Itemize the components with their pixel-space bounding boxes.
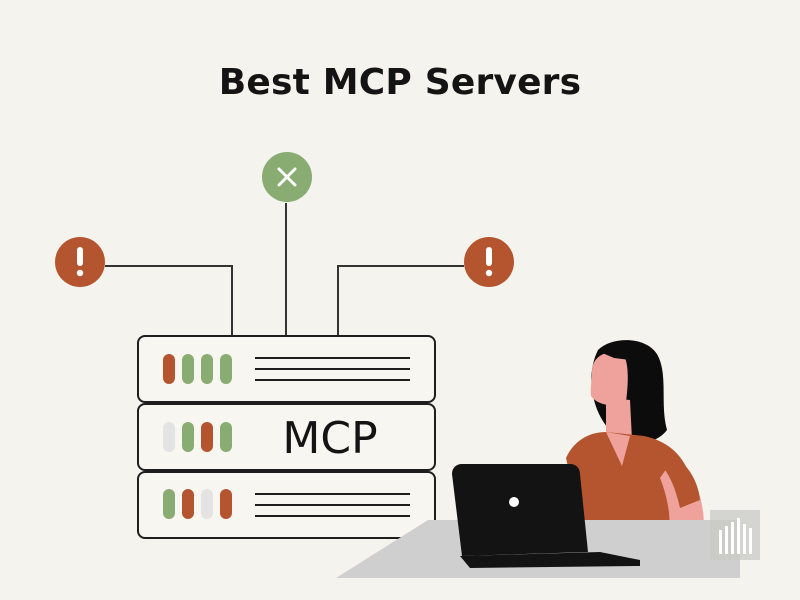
- server-unit-middle: MCP: [137, 403, 436, 471]
- server-unit-bottom: [137, 471, 436, 539]
- server-stack: MCP: [137, 335, 436, 539]
- status-node-right: [464, 237, 514, 287]
- led-row: [163, 354, 232, 384]
- connector-lines: [105, 203, 464, 336]
- page-title: Best MCP Servers: [218, 62, 582, 103]
- status-node-center: [262, 152, 312, 202]
- vent-lines: [255, 357, 410, 381]
- laptop-logo-icon: [509, 497, 519, 507]
- led-row: [163, 422, 232, 452]
- exclamation-icon: [485, 247, 493, 277]
- status-node-left: [55, 237, 105, 287]
- connector-left: [105, 265, 233, 336]
- connector-right: [337, 265, 464, 336]
- exclamation-icon: [76, 247, 84, 277]
- server-unit-top: [137, 335, 436, 403]
- led-row: [163, 489, 232, 519]
- bar-chart-logo-icon: [710, 510, 760, 560]
- close-icon: [277, 167, 297, 187]
- laptop-icon: [452, 464, 640, 568]
- person-icon: [566, 340, 704, 570]
- vent-lines: [255, 493, 410, 517]
- server-label: MCP: [282, 413, 377, 464]
